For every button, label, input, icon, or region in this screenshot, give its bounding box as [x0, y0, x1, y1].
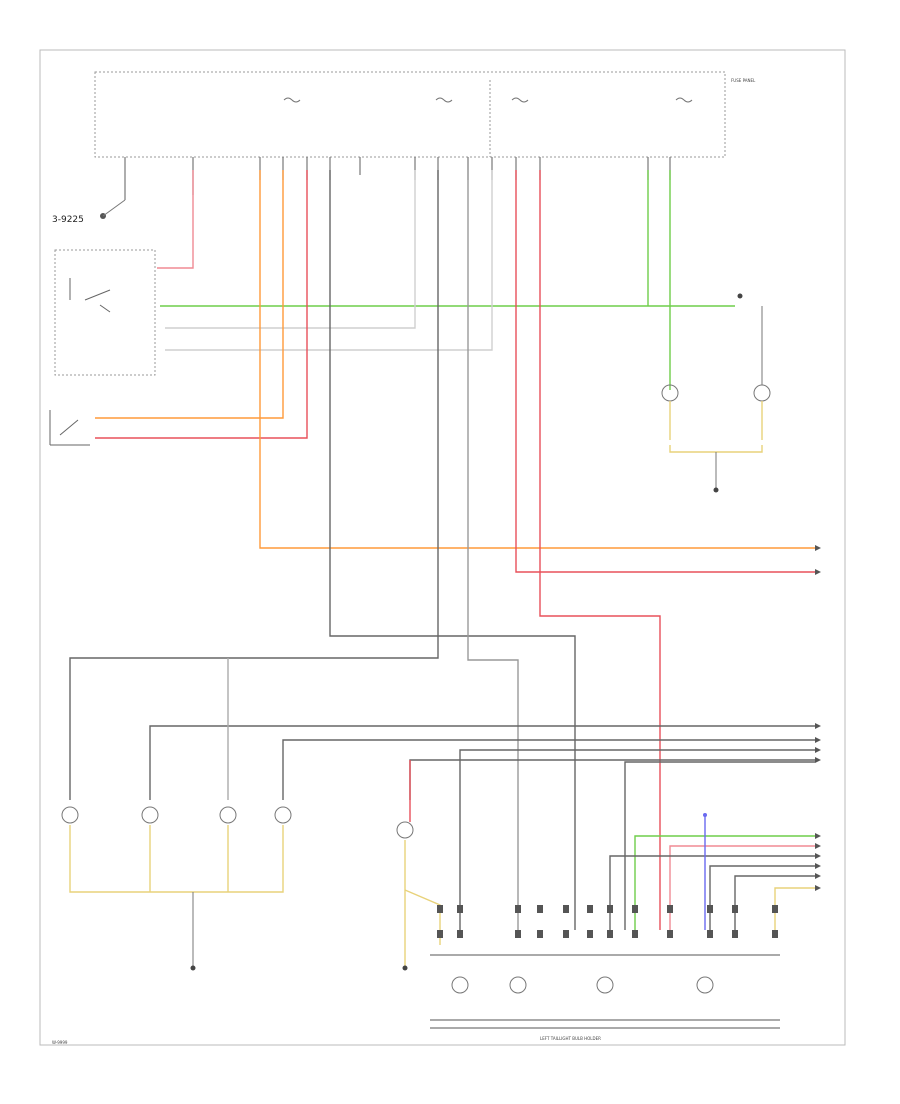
wire-red-long	[515, 170, 815, 573]
diagram-border	[39, 49, 846, 1046]
wire-pink-holder	[669, 845, 815, 930]
wire-yellow-right-gnd	[669, 445, 763, 453]
light-switch-box	[54, 249, 156, 376]
switch-contacts	[69, 278, 111, 313]
bulb-holder-lamp	[596, 976, 614, 994]
wire-gray-2	[165, 170, 493, 351]
wire-yellow-holder	[774, 887, 815, 930]
bulb-holder-lamp	[509, 976, 527, 994]
wire-red-dimmer	[95, 170, 308, 439]
dimmer-switch	[49, 410, 90, 446]
wire-gray-holder-1	[609, 855, 815, 930]
wire-orange-dimmer	[95, 170, 284, 419]
bulb-holder-label: LEFT TAILLIGHT BULB HOLDER	[540, 1036, 601, 1041]
fuse-symbol	[511, 97, 529, 103]
connector-dot	[737, 293, 743, 299]
connector-blocks	[437, 905, 778, 938]
fuse-symbol	[435, 97, 453, 103]
wire-gray-1	[165, 170, 416, 329]
ground-point	[713, 487, 719, 493]
wire-red-switch-feed	[157, 170, 194, 269]
wire-gray-mid	[467, 170, 519, 930]
fuse-panel-label: FUSE PANEL	[731, 78, 756, 83]
lamp-left-2	[141, 806, 159, 824]
bulb-holder-lamp	[696, 976, 714, 994]
connector-dot	[703, 813, 707, 817]
lamp-left-4	[274, 806, 292, 824]
wire-bus-2	[282, 739, 815, 800]
terminal-markers	[815, 545, 821, 891]
wire-yellow-center-branch	[404, 889, 441, 945]
wire-gray-down	[329, 170, 576, 930]
lamp-right-b	[753, 306, 771, 440]
page-code: 3-9225	[52, 215, 84, 225]
wire-green-holder	[634, 835, 815, 930]
wire-bus-4	[409, 759, 815, 800]
lamp-center	[396, 821, 414, 839]
fuse-panel-box	[94, 71, 726, 158]
ground-point	[402, 965, 408, 971]
wire-bus-3	[459, 749, 815, 930]
ground-point	[190, 965, 196, 971]
lamp-right-a	[661, 384, 679, 440]
ground-lead	[102, 199, 126, 217]
wire-yellow-left-gnd	[69, 825, 284, 893]
lamp-left-1	[61, 806, 79, 824]
wire-orange-long	[259, 170, 815, 549]
wire-bus-1	[149, 725, 815, 800]
bottom-left-code: W-9999	[52, 1040, 68, 1045]
wire-bus-5	[624, 761, 815, 930]
wire-gray-left-bus	[69, 170, 439, 800]
lamp-left-3	[219, 806, 237, 824]
bulb-holder-lamp	[451, 976, 469, 994]
fuse-symbol	[283, 97, 301, 103]
fuse-panel-pins	[124, 157, 671, 200]
wire-red-to-bulbholder	[539, 170, 661, 930]
fuse-symbol	[675, 97, 693, 103]
